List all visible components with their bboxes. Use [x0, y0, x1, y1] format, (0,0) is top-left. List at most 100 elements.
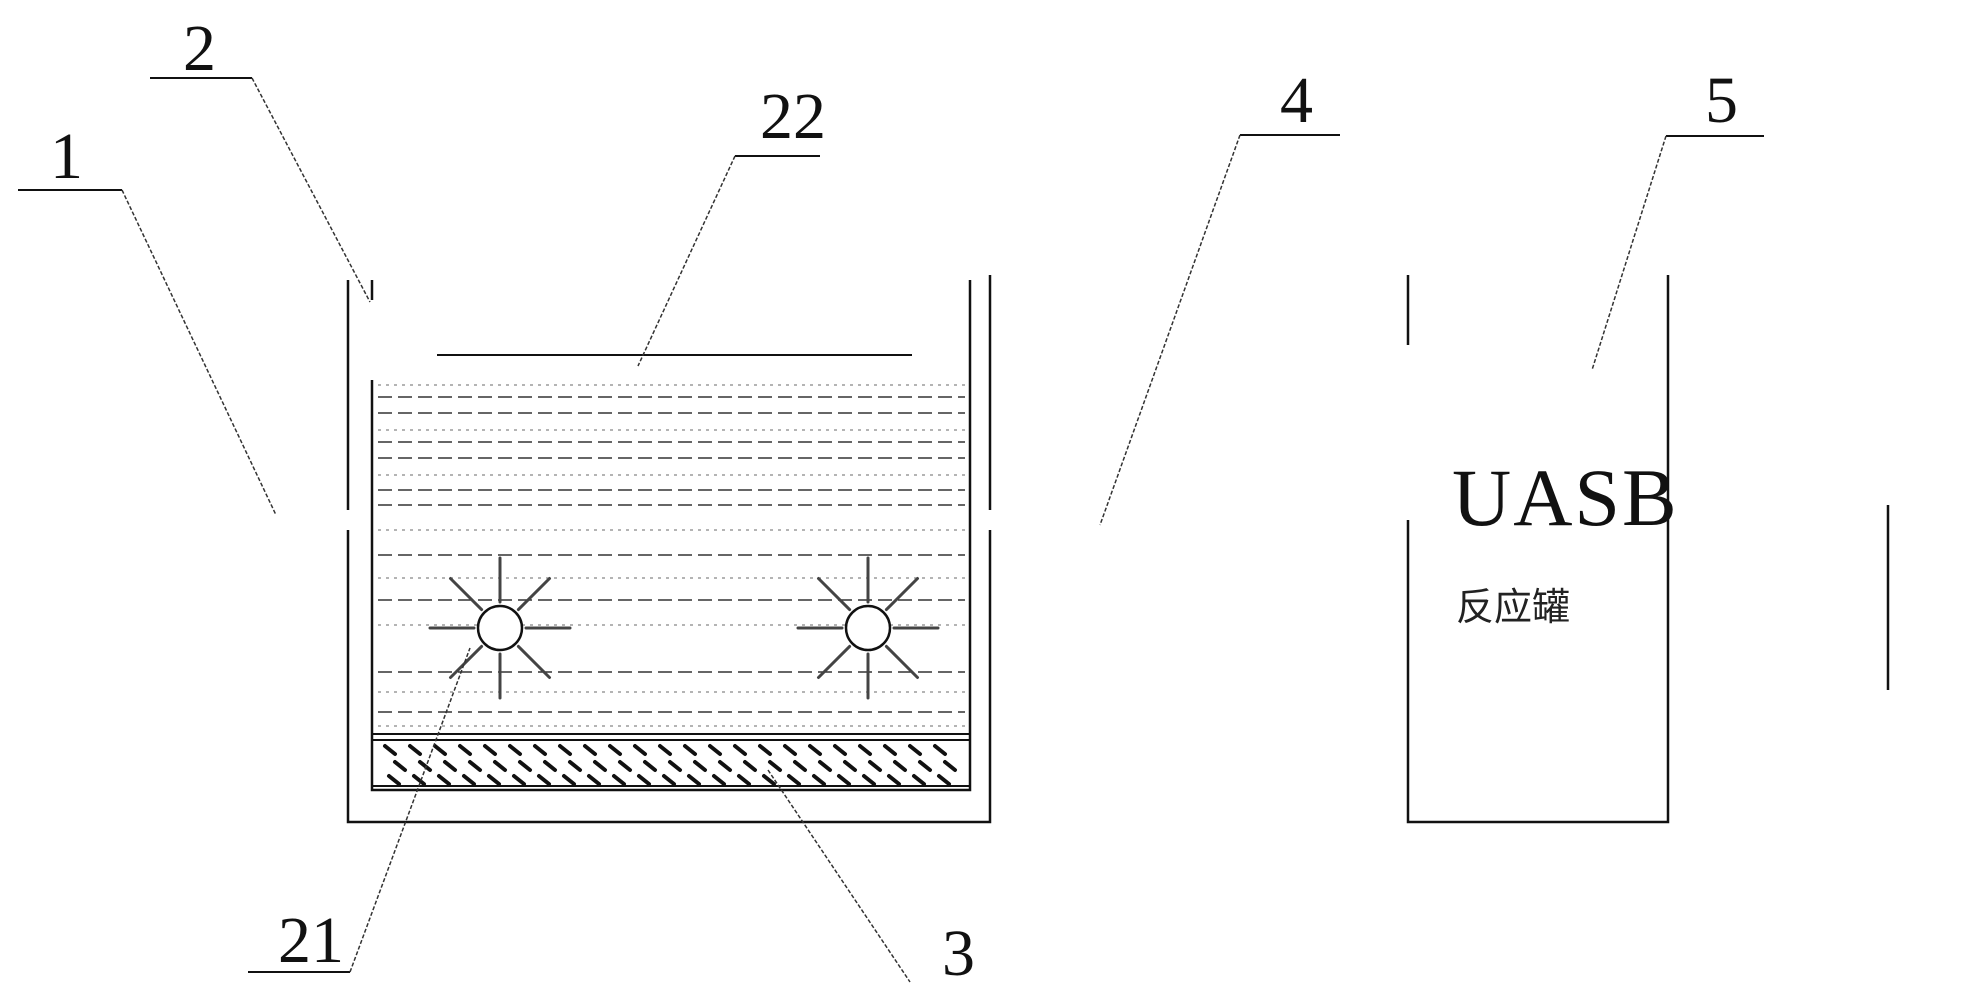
sediment-mark	[587, 774, 601, 786]
leader-21	[349, 647, 471, 973]
leader-2	[251, 77, 371, 303]
sediment-mark	[393, 760, 407, 772]
sediment-mark	[883, 744, 897, 756]
sediment-mark	[908, 744, 922, 756]
sediment-mark	[662, 774, 676, 786]
sediment-mark	[418, 760, 432, 772]
aerator-right	[796, 556, 940, 700]
sediment-mark	[718, 760, 732, 772]
sediment-layer	[372, 733, 970, 787]
sediment-mark	[658, 744, 672, 756]
sediment-mark	[637, 774, 651, 786]
sediment-mark	[868, 760, 882, 772]
aerator-spoke	[516, 644, 551, 679]
aerator-left	[428, 556, 572, 700]
sediment-mark	[843, 760, 857, 772]
aerator-spoke	[817, 577, 852, 612]
sediment-mark	[818, 760, 832, 772]
label-21: 21	[278, 904, 344, 977]
sediment-mark	[443, 760, 457, 772]
sediment-mark	[933, 744, 947, 756]
sediment-mark	[433, 744, 447, 756]
sediment-mark	[793, 760, 807, 772]
label-2: 2	[183, 12, 216, 85]
sediment-mark	[683, 744, 697, 756]
sediment-mark	[708, 744, 722, 756]
sediment-mark	[887, 774, 901, 786]
label-22: 22	[760, 80, 826, 153]
sediment-mark	[862, 774, 876, 786]
sediment-mark	[837, 774, 851, 786]
aerator-spoke	[817, 644, 852, 679]
sediment-mark	[458, 744, 472, 756]
sediment-mark	[437, 774, 451, 786]
sediment-mark	[633, 744, 647, 756]
sediment-mark	[893, 760, 907, 772]
tank	[346, 275, 992, 824]
sediment-mark	[487, 774, 501, 786]
label-5: 5	[1705, 64, 1738, 137]
water-layers	[378, 384, 965, 727]
sediment-mark	[543, 760, 557, 772]
sediment-mark	[583, 744, 597, 756]
sediment-mark	[612, 774, 626, 786]
sediment-mark	[812, 774, 826, 786]
aerator-spoke	[516, 577, 551, 612]
aerator-spoke	[884, 577, 919, 612]
uasb-label: UASB	[1452, 452, 1679, 543]
sediment-mark	[808, 744, 822, 756]
sediment-mark	[937, 774, 951, 786]
sediment-mark	[712, 774, 726, 786]
sediment-mark	[912, 774, 926, 786]
sediment-mark	[593, 760, 607, 772]
reactor-caption: 反应罐	[1456, 585, 1570, 629]
leader-3	[767, 769, 911, 983]
sediment-mark	[562, 774, 576, 786]
sediment-mark	[668, 760, 682, 772]
sediment-mark	[693, 760, 707, 772]
sediment-mark	[858, 744, 872, 756]
sediment-mark	[462, 774, 476, 786]
sediment-mark	[468, 760, 482, 772]
aerator-spoke	[449, 644, 484, 679]
sediment-mark	[558, 744, 572, 756]
sediment-mark	[643, 760, 657, 772]
label-3: 3	[942, 917, 975, 990]
sediment-mark	[758, 744, 772, 756]
aerator-spoke	[449, 577, 484, 612]
sediment-mark	[412, 774, 426, 786]
sediment-mark	[762, 774, 776, 786]
sediment-mark	[918, 760, 932, 772]
sediment-mark	[483, 744, 497, 756]
sediment-mark	[743, 760, 757, 772]
uasb-reactor: UASB 反应罐	[1406, 275, 1890, 824]
sediment-mark	[568, 760, 582, 772]
sediment-mark	[618, 760, 632, 772]
sediment-mark	[533, 744, 547, 756]
sediment-mark	[408, 744, 422, 756]
leader-5	[1591, 135, 1667, 371]
sediment-mark	[687, 774, 701, 786]
sediment-mark	[787, 774, 801, 786]
sediment-mark	[537, 774, 551, 786]
sediment-mark	[768, 760, 782, 772]
sediment-mark	[608, 744, 622, 756]
sediment-mark	[493, 760, 507, 772]
sediment-mark	[512, 774, 526, 786]
label-4: 4	[1280, 64, 1313, 137]
label-1: 1	[50, 120, 83, 193]
sediment-mark	[943, 760, 957, 772]
sediment-mark	[383, 744, 397, 756]
sediment-mark	[387, 774, 401, 786]
sediment-mark	[518, 760, 532, 772]
sediment-mark	[783, 744, 797, 756]
sediment-mark	[508, 744, 522, 756]
sediment-mark	[733, 744, 747, 756]
leader-22	[637, 155, 736, 367]
leader-4	[1099, 134, 1241, 526]
sediment-mark	[737, 774, 751, 786]
leader-1	[121, 189, 277, 516]
sediment-mark	[833, 744, 847, 756]
aerator-spoke	[884, 644, 919, 679]
